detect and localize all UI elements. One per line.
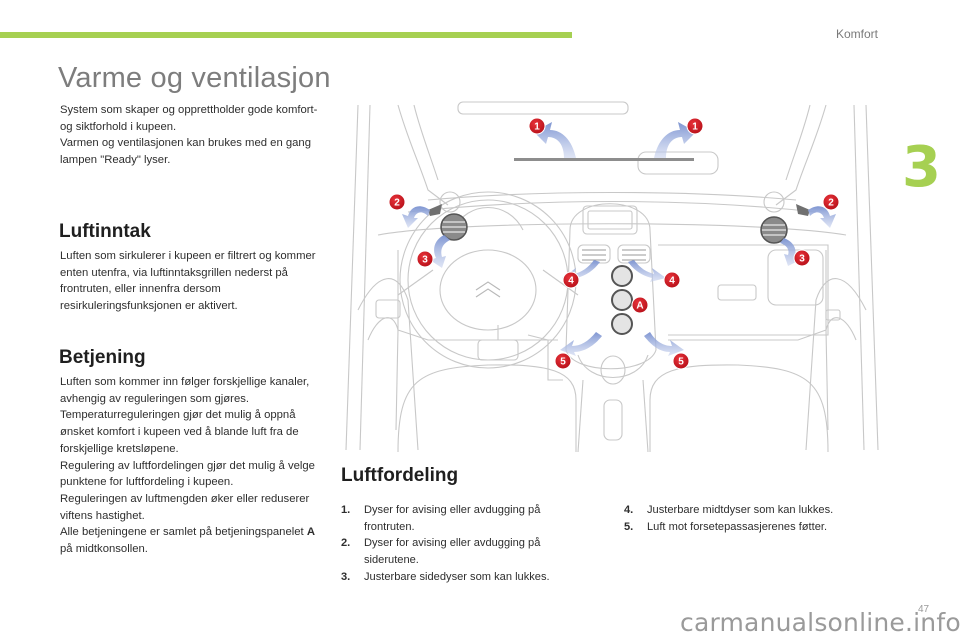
- chapter-number: 3: [902, 135, 941, 200]
- betjening-heading: Betjening: [59, 347, 146, 368]
- luftinntak-heading: Luftinntak: [59, 221, 151, 242]
- betjening-paragraph: Temperaturreguleringen gjør det mulig å …: [60, 409, 299, 455]
- list-item: 2. Dyser for avising eller avdugging på s…: [341, 535, 581, 568]
- page-number: 47: [918, 604, 930, 615]
- luftinntak-text: Luften som sirkulerer i kupeen er filtre…: [60, 248, 325, 315]
- left-side-vent: [440, 213, 468, 241]
- badge-4-left: 4: [562, 271, 580, 289]
- betjening-text: Luften som kommer inn følger forskjellig…: [60, 374, 324, 558]
- betjening-paragraph: Reguleringen av luftmengden øker eller r…: [60, 492, 310, 522]
- svg-text:4: 4: [669, 276, 675, 287]
- svg-text:2: 2: [394, 198, 400, 209]
- badge-A: A: [631, 296, 649, 314]
- arrow-footwell-left: [560, 332, 602, 356]
- section-label: Komfort: [836, 27, 879, 41]
- luftfordeling-list-left: 1. Dyser for avising eller avdugging på f…: [341, 502, 581, 586]
- svg-text:5: 5: [678, 357, 684, 368]
- intro-text: System som skaper og opprettholder gode …: [60, 102, 325, 169]
- svg-text:4: 4: [568, 276, 574, 287]
- list-item-text: Dyser for avising eller avdugging på sid…: [364, 537, 541, 567]
- svg-text:2: 2: [828, 198, 834, 209]
- list-item-text: Luft mot forsetepassasjerenes føtter.: [647, 520, 828, 533]
- arrow-windshield-left: [534, 122, 576, 158]
- badges: 1 1 2 2 3 3 4 4 A 5 5: [388, 117, 840, 370]
- badge-2-right: 2: [822, 193, 840, 211]
- badge-5-left: 5: [554, 352, 572, 370]
- luftfordeling-list-right: 4. Justerbare midtdyser som kan lukkes. 5…: [624, 502, 884, 535]
- control-knob: [611, 313, 633, 335]
- badge-2-left: 2: [388, 193, 406, 211]
- header-accent-bar: [0, 32, 572, 38]
- intro-paragraph: Varmen og ventilasjonen kan brukes med e…: [60, 137, 311, 167]
- arrow-windshield-right: [654, 122, 696, 158]
- control-panel-ref: A: [306, 526, 315, 539]
- badge-3-left: 3: [416, 250, 434, 268]
- list-item-text: Dyser for avising eller avdugging på fro…: [364, 504, 541, 533]
- left-demist-vent: [428, 204, 442, 216]
- control-panel-knobs: [611, 265, 633, 335]
- svg-text:1: 1: [692, 122, 698, 133]
- svg-text:5: 5: [560, 357, 566, 368]
- luftfordeling-heading: Luftfordeling: [341, 465, 459, 486]
- list-item: 5. Luft mot forsetepassasjerenes føtter.: [624, 519, 884, 536]
- badge-1-right: 1: [686, 117, 704, 135]
- badge-3-right: 3: [793, 249, 811, 267]
- list-item: 1. Dyser for avising eller avdugging på f…: [341, 502, 581, 535]
- betjening-paragraph: Regulering av luftfordelingen gjør det m…: [60, 459, 315, 489]
- list-item-text: Justerbare sidedyser som kan lukkes.: [364, 570, 550, 583]
- badge-5-right: 5: [672, 352, 690, 370]
- control-knob: [611, 265, 633, 287]
- right-side-vent: [760, 216, 788, 244]
- list-item: 3. Justerbare sidedyser som kan lukkes.: [341, 569, 581, 586]
- arrow-footwell-right: [644, 332, 684, 356]
- betjening-paragraph: Luften som kommer inn følger forskjellig…: [60, 376, 310, 405]
- betjening-last-prefix: Alle betjeningene er samlet på betjening…: [60, 526, 307, 539]
- list-item-number: 5.: [624, 520, 634, 533]
- intro-paragraph: System som skaper og opprettholder gode …: [60, 104, 318, 133]
- windshield-vent-strip: [514, 158, 694, 161]
- right-demist-vent: [796, 204, 810, 216]
- svg-text:3: 3: [799, 254, 805, 265]
- list-item-text: Justerbare midtdyser som kan lukkes.: [647, 504, 834, 516]
- luftinntak-paragraph: Luften som sirkulerer i kupeen er filtre…: [60, 250, 316, 313]
- arrow-side-window-left: [402, 206, 430, 228]
- control-knob: [611, 289, 633, 311]
- list-item-number: 2.: [341, 537, 351, 550]
- svg-text:1: 1: [534, 122, 540, 133]
- badge-4-right: 4: [663, 271, 681, 289]
- betjening-paragraph-last: Alle betjeningene er samlet på betjening…: [60, 524, 324, 557]
- svg-text:A: A: [636, 301, 643, 312]
- ventilation-diagram: 1 1 2 2 3 3 4 4 A 5 5: [345, 101, 879, 452]
- watermark: carmanualsonline.info: [680, 608, 960, 637]
- list-item-number: 1.: [341, 504, 351, 516]
- betjening-last-suffix: på midtkonsollen.: [60, 543, 148, 556]
- list-item: 4. Justerbare midtdyser som kan lukkes.: [624, 502, 884, 519]
- arrow-center-vent-right: [628, 260, 666, 282]
- list-item-number: 3.: [341, 570, 351, 583]
- badge-1-left: 1: [528, 117, 546, 135]
- arrow-side-window-right: [808, 206, 836, 228]
- arrow-side-vent-left: [430, 235, 450, 268]
- list-item-number: 4.: [624, 504, 634, 516]
- page-title: Varme og ventilasjon: [58, 62, 331, 94]
- svg-text:3: 3: [422, 255, 428, 266]
